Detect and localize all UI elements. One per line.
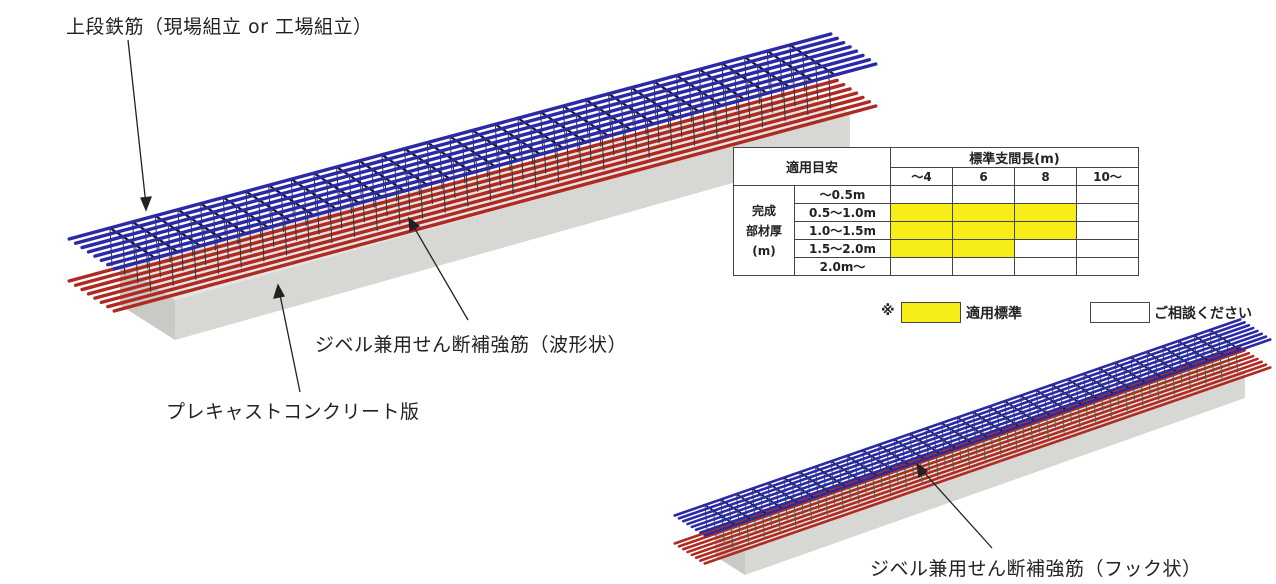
top-rebar: [93, 49, 859, 258]
label-shear-wave: ジベル兼用せん断補強筋（波形状）: [315, 334, 628, 356]
table-cell-standard: [952, 203, 1015, 222]
table-cell: [952, 257, 1015, 276]
top-rebar: [86, 45, 852, 254]
legend-standard-swatch: [901, 302, 961, 323]
arrow-precast-slab: [278, 289, 301, 393]
arrow-top-rebar: [127, 39, 147, 206]
bottom-rebar: [690, 357, 1259, 557]
table-cell-standard: [890, 221, 953, 240]
span-col: 〜4: [890, 167, 953, 186]
legend-consult-swatch: [1090, 302, 1150, 323]
thickness-label-line: 完成: [751, 203, 776, 218]
table-cell-standard: [1014, 203, 1077, 222]
bottom-rebar: [73, 78, 839, 287]
top-rebar: [686, 326, 1255, 526]
table-cell: [1014, 257, 1077, 276]
bottom-rebar: [694, 360, 1264, 560]
table-cell: [1014, 239, 1077, 258]
large-slab-rebar-mesh: [67, 32, 878, 313]
span-col: 6: [952, 167, 1015, 186]
thickness-label-line: 部材厚: [745, 223, 782, 238]
row-range: 1.5〜2.0m: [794, 239, 891, 258]
row-range: 2.0m〜: [794, 257, 891, 276]
table-cell-standard: [952, 221, 1015, 240]
legend-standard-label: 適用標準: [966, 306, 1022, 322]
arrow-shear-hook: [919, 467, 993, 549]
table-cell-standard: [890, 203, 953, 222]
table-cell: [1076, 221, 1139, 240]
table-cell: [1076, 203, 1139, 222]
table-cell: [890, 257, 953, 276]
bottom-rebar: [106, 100, 872, 309]
large-slab-front-face: [175, 112, 850, 340]
top-rebar: [80, 40, 846, 250]
top-rebar: [677, 321, 1246, 520]
span-header: 標準支間長(m): [890, 147, 1139, 168]
small-slab-front-face: [745, 372, 1245, 575]
top-rebar: [703, 338, 1272, 537]
applicability-table: 適用目安 標準支間長(m) 〜4 6 8 10〜 完成 部材厚 (m) 〜0.5…: [733, 147, 1139, 276]
top-rebar: [673, 318, 1242, 517]
table-cell-standard: [1014, 221, 1077, 240]
bottom-rebar: [686, 354, 1255, 554]
bottom-rebar: [99, 95, 865, 305]
span-col: 8: [1014, 167, 1077, 186]
bottom-rebar: [673, 346, 1242, 545]
top-rebar: [73, 36, 839, 245]
bottom-rebar: [86, 87, 852, 296]
thickness-label-line: (m): [752, 243, 776, 258]
arrow-top-rebar-head: [140, 196, 152, 212]
thickness-label: 完成 部材厚 (m): [733, 185, 795, 276]
bottom-rebar: [112, 104, 878, 313]
top-rebar: [681, 323, 1251, 523]
row-range: 1.0〜1.5m: [794, 221, 891, 240]
table-cell-standard: [890, 239, 953, 258]
table-corner: 適用目安: [733, 147, 891, 186]
top-rebar: [99, 53, 865, 263]
top-rebar: [106, 58, 872, 267]
legend-mark: ※: [881, 303, 895, 319]
small-slab-rebar-mesh: [673, 318, 1272, 565]
top-rebar: [67, 32, 833, 241]
top-rebar: [690, 329, 1259, 529]
table-cell: [1076, 239, 1139, 258]
table-cell: [890, 185, 953, 204]
bottom-rebar: [93, 91, 859, 300]
span-col: 10〜: [1076, 167, 1139, 186]
arrow-shear-wave: [410, 221, 469, 321]
row-range: 0.5〜1.0m: [794, 203, 891, 222]
bottom-rebar: [703, 366, 1272, 565]
table-cell: [1076, 257, 1139, 276]
bottom-rebar: [681, 351, 1251, 551]
label-shear-hook: ジベル兼用せん断補強筋（フック状）: [870, 558, 1202, 580]
top-rebar: [699, 335, 1268, 534]
bottom-rebar: [677, 349, 1246, 548]
label-top-rebar: 上段鉄筋（現場組立 or 工場組立）: [66, 16, 373, 38]
table-cell: [952, 185, 1015, 204]
top-rebar: [112, 62, 878, 271]
table-cell: [1076, 185, 1139, 204]
top-rebar: [694, 332, 1264, 532]
row-range: 〜0.5m: [794, 185, 891, 204]
bottom-rebar: [80, 82, 846, 292]
legend-consult-label: ご相談ください: [1154, 306, 1252, 322]
arrow-precast-slab-head: [273, 283, 285, 299]
table-cell-standard: [952, 239, 1015, 258]
label-precast-slab: プレキャストコンクリート版: [166, 401, 420, 423]
arrow-shear-wave-head: [408, 216, 421, 233]
table-cell: [1014, 185, 1077, 204]
bottom-rebar: [699, 363, 1268, 562]
arrow-shear-hook-head: [916, 462, 929, 479]
